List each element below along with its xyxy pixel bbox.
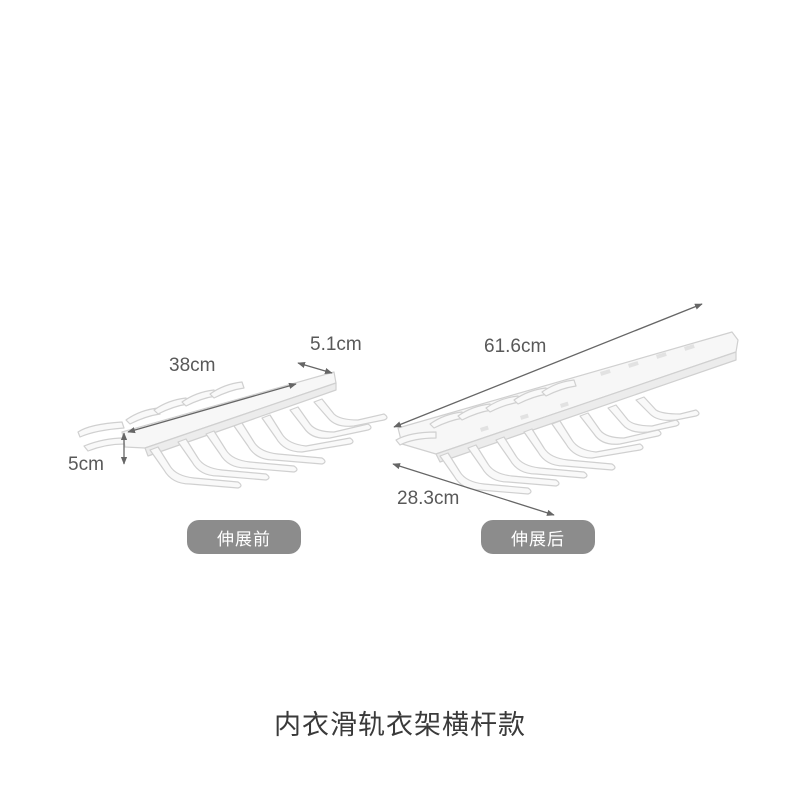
- height-label: 5cm: [68, 454, 104, 475]
- width-extended-label: 61.6cm: [484, 336, 547, 357]
- before-extension-badge: 伸展前: [187, 520, 301, 554]
- after-extension-badge: 伸展后: [481, 520, 595, 554]
- dim-line-5-1cm: [297, 361, 333, 375]
- product-title: 内衣滑轨衣架横杆款: [274, 710, 526, 741]
- dim-line-61-6cm: [393, 303, 703, 428]
- depth-label: 5.1cm: [310, 334, 362, 355]
- dimension-lines: [120, 303, 703, 516]
- base-width-label: 28.3cm: [397, 488, 460, 509]
- dim-line-38cm: [127, 382, 297, 434]
- hanger-collapsed-image: [77, 371, 388, 489]
- dim-line-28-3cm: [392, 463, 555, 516]
- width-collapsed-label: 38cm: [169, 355, 216, 376]
- hanger-extended-image: [395, 331, 739, 495]
